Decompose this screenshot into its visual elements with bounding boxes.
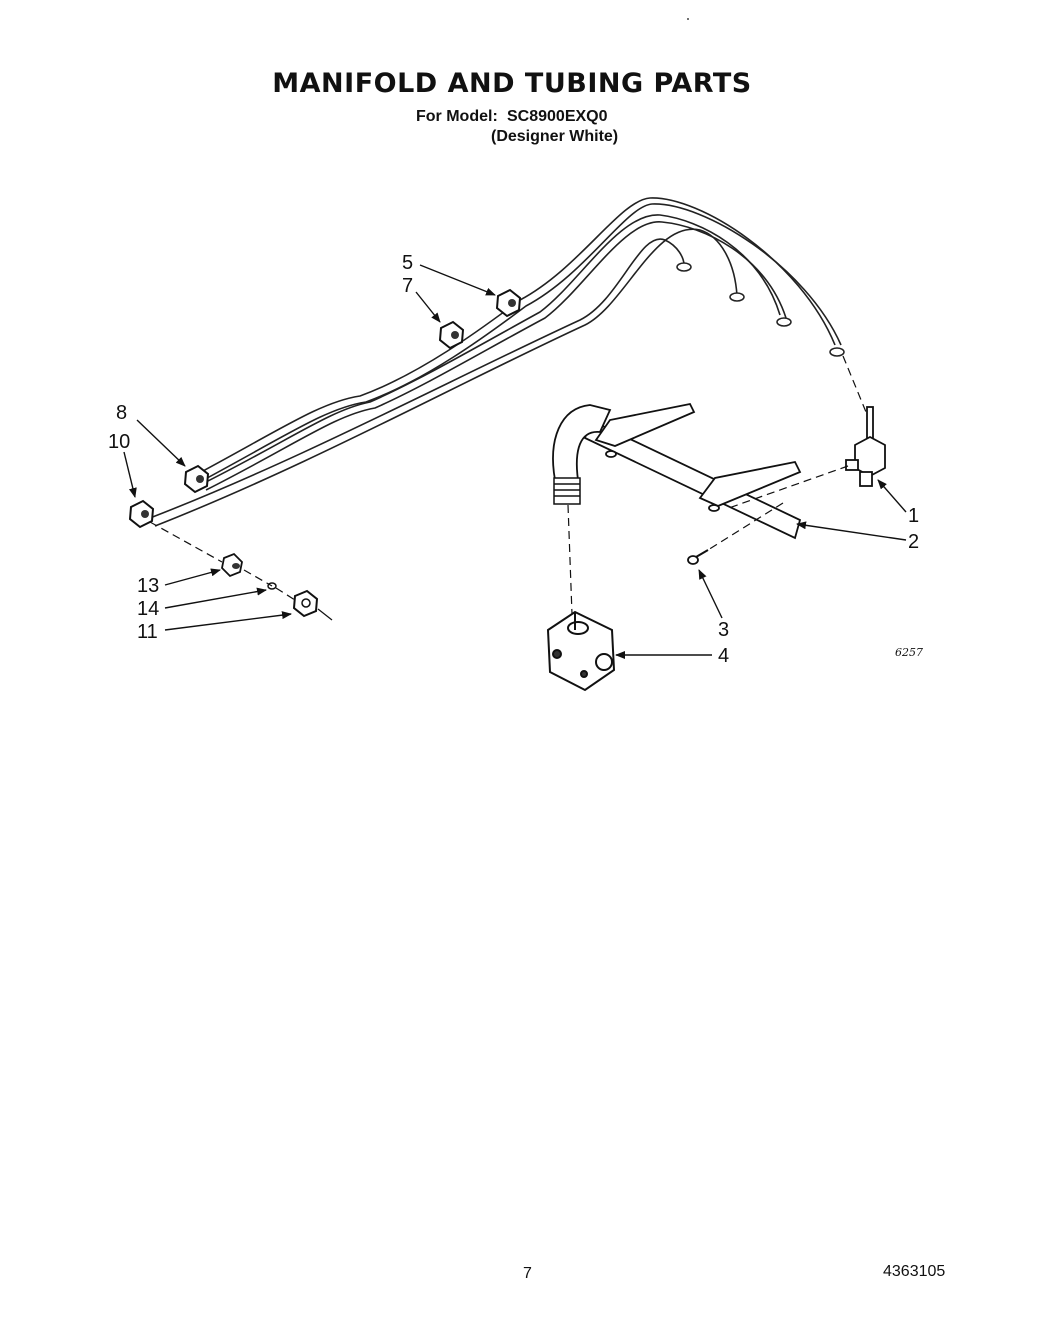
model-label: For Model:: [416, 108, 498, 125]
callout-7: 7: [402, 275, 414, 297]
model-variant: (Designer White): [491, 128, 619, 145]
model-number: SC8900EXQ0: [507, 108, 608, 125]
callout-8: 8: [116, 402, 128, 424]
callout-14: 14: [137, 598, 160, 620]
fitting-nut-10: [128, 499, 155, 529]
hex-nut-11: [292, 589, 319, 618]
callout-5: 5: [402, 252, 414, 274]
callout-11: 11: [137, 621, 158, 643]
callout-2: 2: [908, 531, 920, 553]
pressure-regulator-4: [546, 610, 616, 692]
callout-1: 1: [908, 505, 920, 527]
burner-valve-1: [845, 406, 886, 487]
fitting-nut-8: [183, 464, 210, 494]
tube-ends: [676, 262, 845, 357]
callout-leaders: [123, 264, 907, 659]
orifice-spud-13: [221, 552, 243, 578]
page-number: 7: [523, 1265, 532, 1282]
fitting-nut-5: [495, 288, 522, 318]
page-title: MANIFOLD AND TUBING PARTS: [272, 68, 752, 99]
manifold-tubing: [149, 197, 842, 527]
callout-3: 3: [718, 619, 730, 641]
threaded-nipple: [553, 477, 581, 505]
figure-code: 6257: [895, 646, 923, 659]
alignment-lines: [149, 355, 867, 615]
fitting-nut-7: [438, 320, 465, 350]
callout-13: 13: [137, 575, 160, 597]
document-number: 4363105: [883, 1263, 946, 1280]
callout-4: 4: [718, 645, 730, 667]
callout-10: 10: [108, 431, 131, 453]
manifold-pipe-2: [552, 402, 802, 540]
